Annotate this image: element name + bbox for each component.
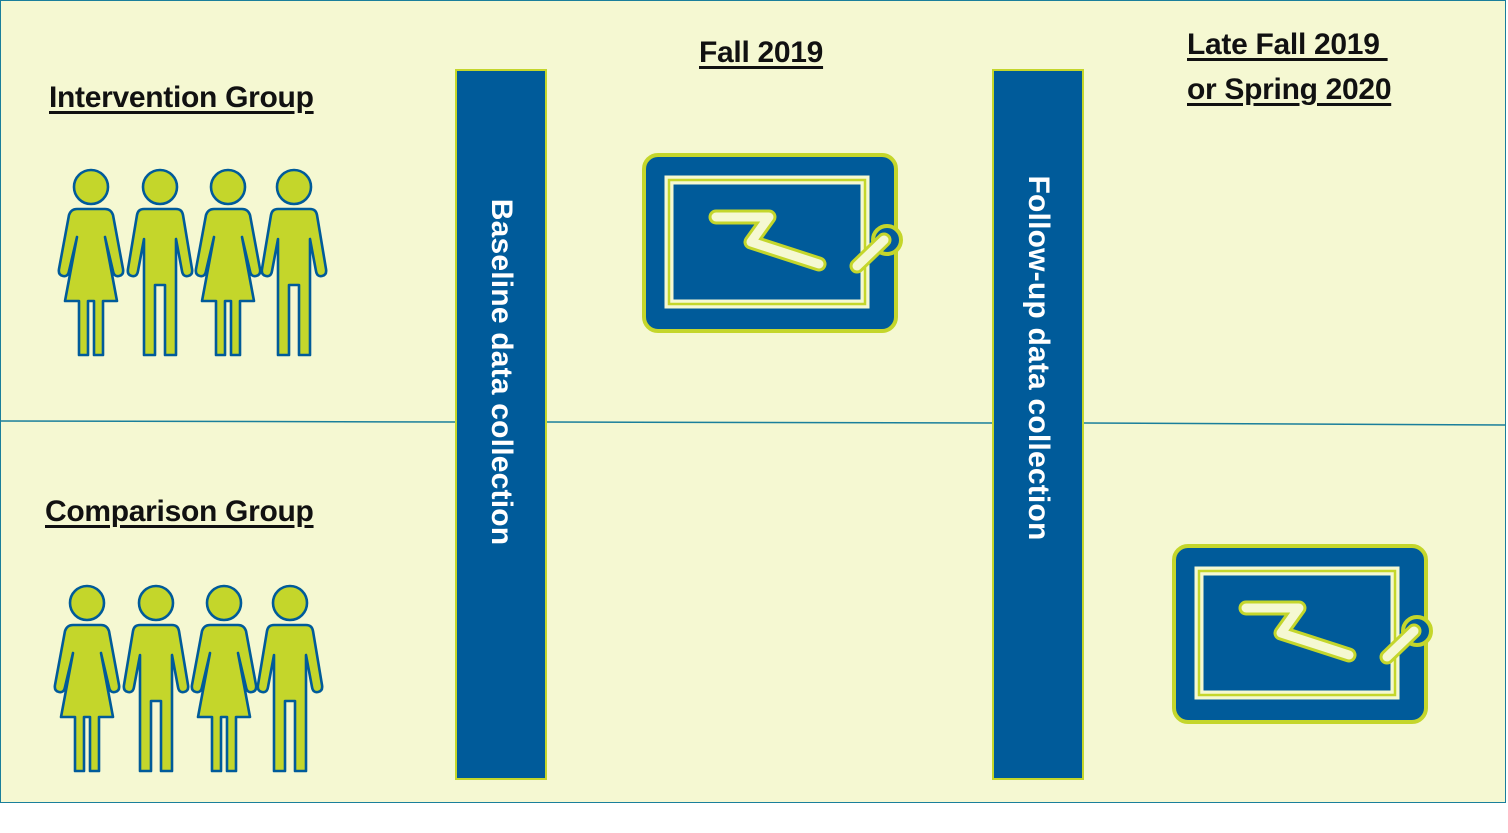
baseline-data-collection-bar: Baseline data collection — [455, 69, 547, 780]
intervention-tablet-icon — [641, 152, 907, 336]
intervention-people-icon — [57, 168, 328, 357]
followup-data-collection-bar: Follow-up data collection — [992, 69, 1084, 780]
comparison-people-icon — [53, 584, 324, 773]
comparison-tablet-icon — [1171, 543, 1437, 727]
study-design-panel: Intervention Group Comparison Group Fall… — [0, 0, 1506, 803]
comparison-group-label: Comparison Group — [45, 495, 314, 528]
intervention-group-label: Intervention Group — [49, 81, 314, 114]
followup-bar-label: Follow-up data collection — [1022, 175, 1055, 540]
late-fall-label-line1: Late Fall 2019 — [1187, 28, 1388, 61]
row-divider — [1, 420, 1505, 426]
late-fall-label-line2: or Spring 2020 — [1187, 73, 1392, 106]
baseline-bar-label: Baseline data collection — [485, 198, 518, 545]
fall-2019-label: Fall 2019 — [699, 36, 824, 69]
